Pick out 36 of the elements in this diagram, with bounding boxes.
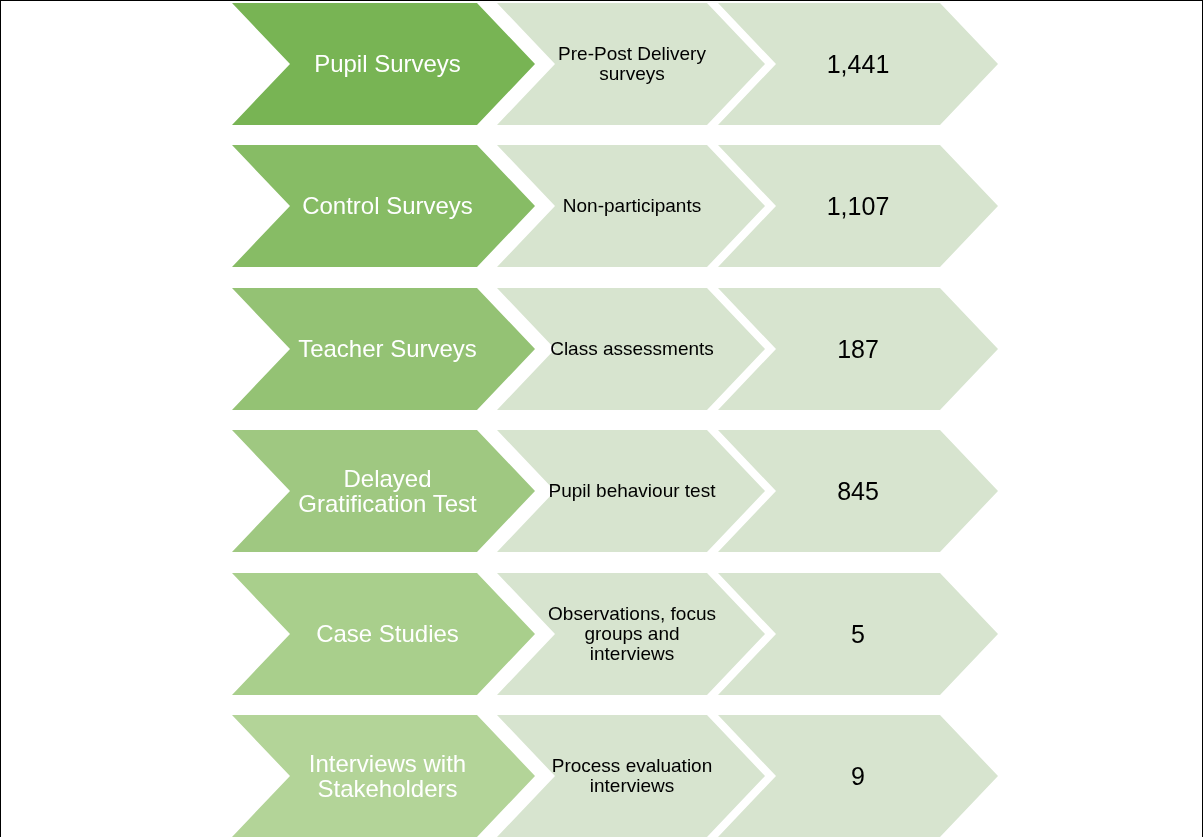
step-title: Delayed Gratification Test	[297, 465, 478, 517]
step-title: Teacher Surveys	[298, 336, 477, 362]
chevron-shape	[497, 145, 765, 267]
count-value: 845	[837, 477, 879, 505]
chevron-shape	[497, 430, 765, 552]
chevron-shape	[232, 288, 535, 410]
chevron-shape	[718, 145, 998, 267]
chevron-shape	[718, 573, 998, 695]
chevron-shape	[497, 288, 765, 410]
step-description: Pre-Post Delivery surveys	[557, 44, 707, 84]
chevron-shape	[718, 715, 998, 837]
chevron-shape	[497, 3, 765, 125]
chevron-shape	[232, 145, 535, 267]
chevron-shape	[497, 715, 765, 837]
chevron-shape	[718, 288, 998, 410]
step-title: Case Studies	[316, 621, 459, 647]
chevron-shape	[497, 573, 765, 695]
chevron-shape	[232, 430, 535, 552]
count-value: 9	[851, 762, 865, 790]
chevron-shape	[718, 430, 998, 552]
chevron-shape	[232, 573, 535, 695]
chevron-shape	[232, 715, 535, 837]
step-description: Class assessments	[550, 339, 714, 359]
count-value: 5	[851, 620, 865, 648]
step-description: Process evaluation interviews	[550, 756, 714, 796]
step-description: Non-participants	[562, 196, 702, 216]
step-description: Pupil behaviour test	[548, 481, 716, 501]
count-value: 1,441	[826, 50, 890, 78]
count-value: 187	[837, 335, 879, 363]
count-value: 1,107	[826, 192, 890, 220]
step-description: Observations, focus groups and interviews	[547, 604, 717, 664]
chevron-shape	[718, 3, 998, 125]
step-title: Pupil Surveys	[314, 51, 461, 77]
chevron-shape	[232, 3, 535, 125]
step-title: Control Surveys	[302, 193, 473, 219]
step-title: Interviews with Stakeholders	[307, 750, 468, 802]
